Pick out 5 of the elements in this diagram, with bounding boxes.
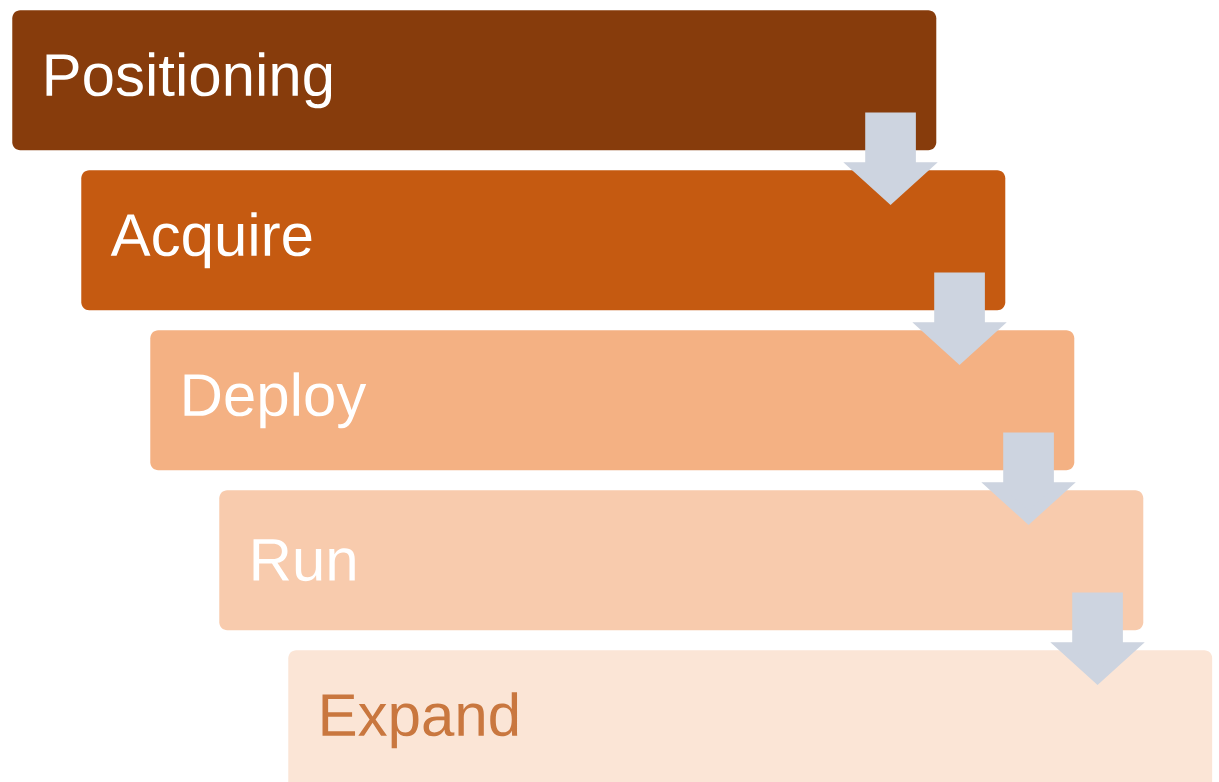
process-box: Positioning: [12, 10, 937, 151]
process-box: Run: [219, 490, 1144, 631]
process-box: Deploy: [150, 330, 1075, 471]
process-box: Expand: [288, 650, 1213, 782]
process-box: Acquire: [81, 170, 1006, 311]
